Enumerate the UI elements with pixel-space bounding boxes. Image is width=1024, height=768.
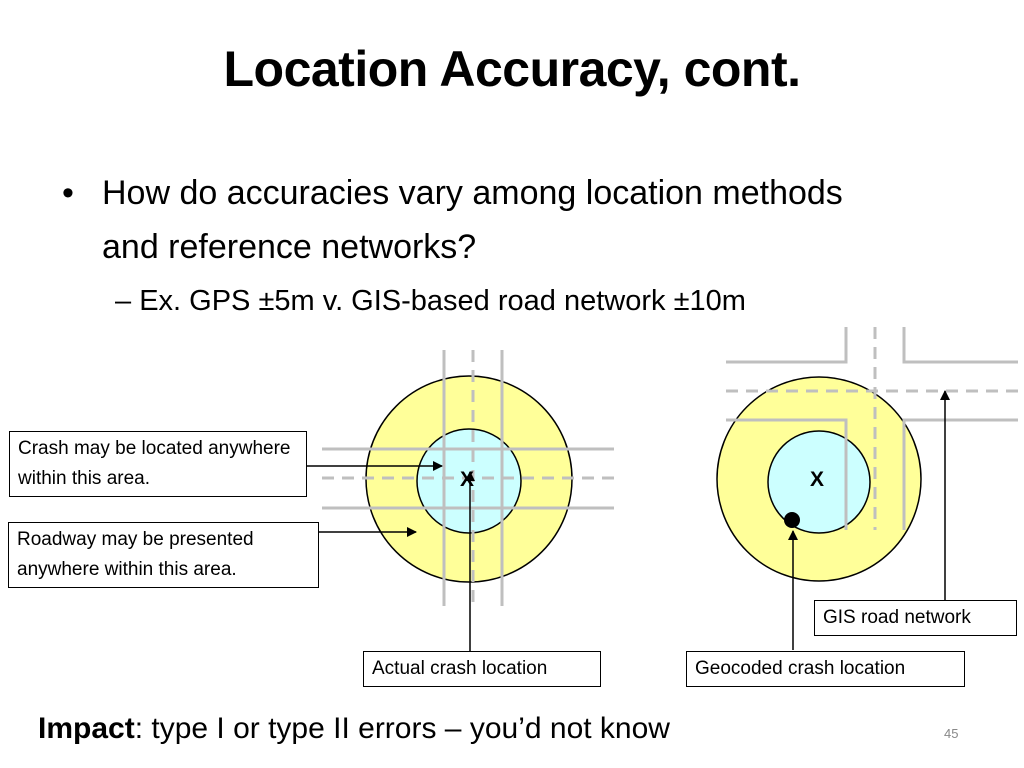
right-road-network <box>726 327 1018 530</box>
callout-crash-area: Crash may be located anywhere within thi… <box>9 431 307 497</box>
callout-roadway-area: Roadway may be presented anywhere within… <box>8 522 319 588</box>
label-gis-road-network: GIS road network <box>814 600 1017 636</box>
geocoded-crash-dot <box>784 512 800 528</box>
page-number: 45 <box>944 726 959 741</box>
label-actual-crash: Actual crash location <box>363 651 601 687</box>
sub-bullet-dash: – <box>115 285 132 317</box>
x-marker-right: X <box>810 468 825 491</box>
impact-text: : type I or type II errors – you’d not k… <box>134 712 670 745</box>
bullet-dot: • <box>62 174 74 212</box>
sub-bullet-text: Ex. GPS ±5m v. GIS-based road network ±1… <box>139 285 746 317</box>
label-geocoded-crash: Geocoded crash location <box>686 651 965 687</box>
x-marker-left: X <box>460 468 475 491</box>
bullet-text: How do accuracies vary among location me… <box>102 174 843 266</box>
impact-statement: Impact: type I or type II errors – you’d… <box>38 712 670 746</box>
left-road-network <box>322 350 614 606</box>
impact-label: Impact <box>38 712 135 745</box>
sub-bullet: – Ex. GPS ±5m v. GIS-based road network … <box>115 285 746 318</box>
slide-title: Location Accuracy, cont. <box>223 41 801 97</box>
right-accuracy-diagram <box>716 327 1018 582</box>
bullet-item: • How do accuracies vary among location … <box>62 166 862 274</box>
